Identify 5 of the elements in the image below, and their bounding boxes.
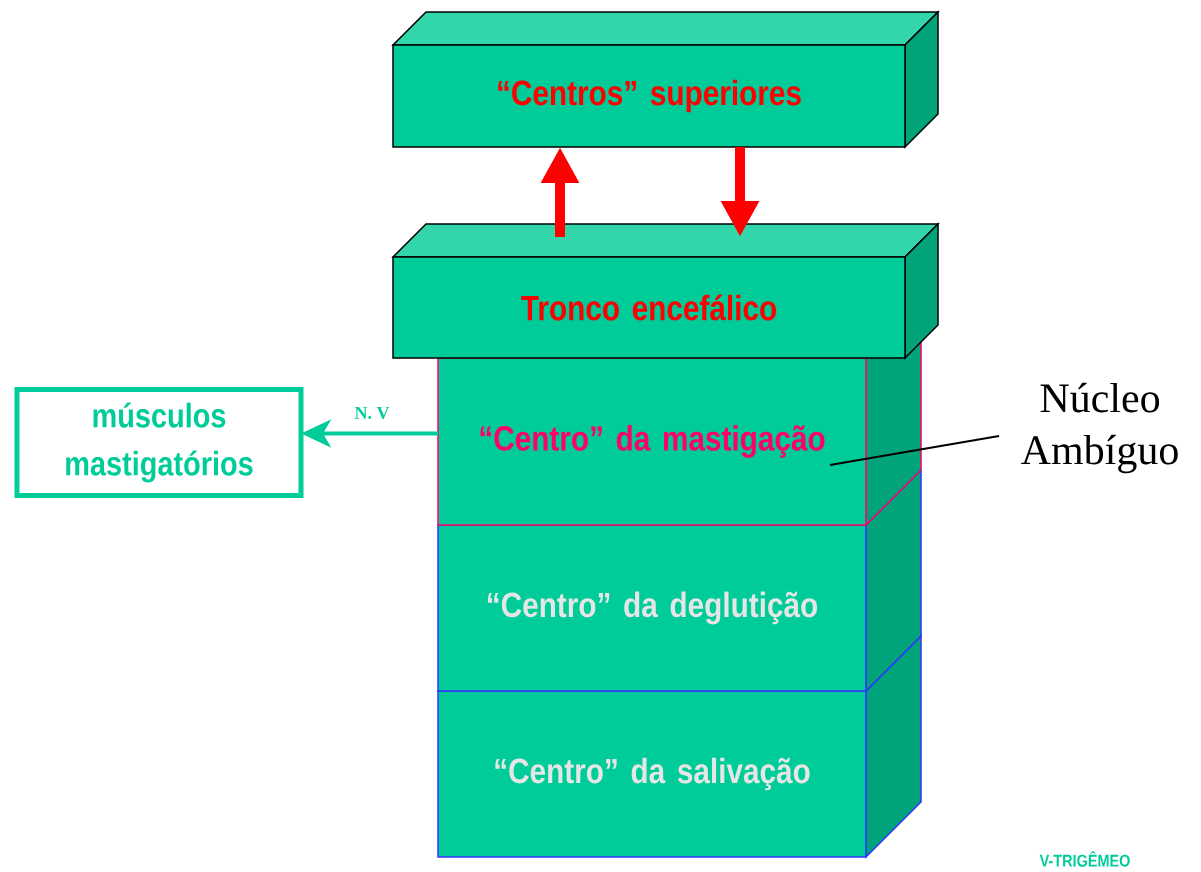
leader-line [829,435,1000,466]
edge-label: N. V [353,405,391,421]
output-box: músculos mastigatórios [14,387,304,498]
callout-text: Núcleo Ambíguo [1021,382,1178,474]
corner-label: V-TRIGÊMEO [1039,851,1130,867]
